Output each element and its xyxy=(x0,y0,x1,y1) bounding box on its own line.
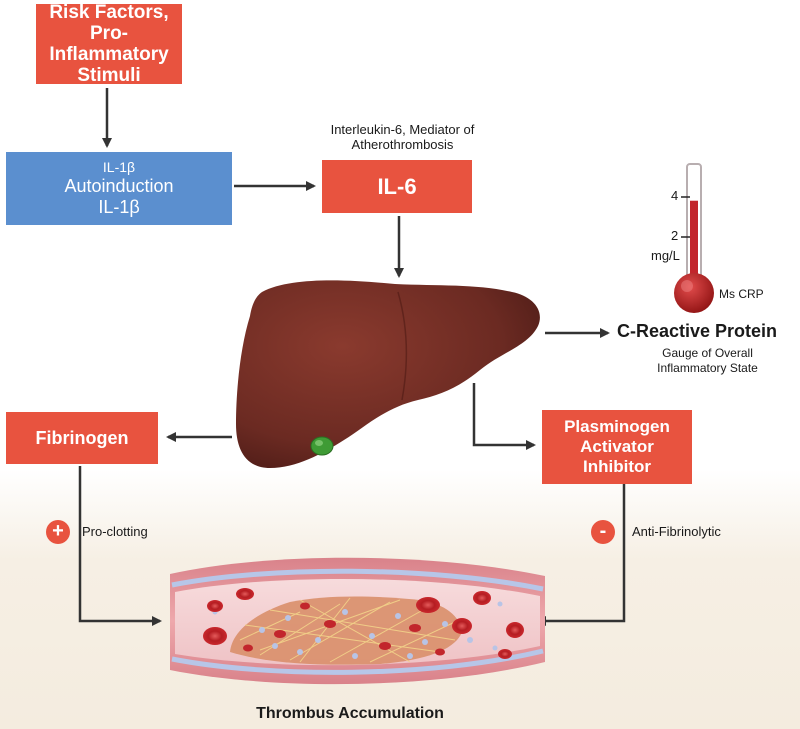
il6-caption-line-1: Interleukin-6, Mediator of xyxy=(330,122,475,137)
risk-factors-line-3: Stimuli xyxy=(77,65,141,86)
il6-box: IL-6 xyxy=(322,160,472,213)
arrow-liver-to-pai xyxy=(472,383,536,450)
pro-clotting-label: Pro-clotting xyxy=(82,524,148,539)
crp-subtitle-line-2: Inflammatory State xyxy=(657,361,758,375)
crp-thermometer-icon xyxy=(674,163,714,313)
thermometer-tick-4: 4 xyxy=(671,188,679,203)
arrow-fibrinogen-to-thrombus xyxy=(78,466,162,626)
thermometer-mercury xyxy=(690,200,698,290)
crp-subtitle-line-1: Gauge of Overall xyxy=(662,346,753,360)
thermometer-unit: mg/L xyxy=(651,248,680,263)
risk-factors-box: Risk Factors, Pro-Inflammatory Stimuli xyxy=(36,2,182,86)
il1b-top-label: IL-1β xyxy=(102,159,136,175)
crp-subtitle: Gauge of Overall Inflammatory State xyxy=(620,346,795,376)
pai-box: Plasminogen Activator Inhibitor xyxy=(542,410,692,484)
plus-badge-icon: + xyxy=(46,520,70,544)
anti-fibrinolytic-label: Anti-Fibrinolytic xyxy=(632,524,721,539)
minus-badge-icon: - xyxy=(591,520,615,544)
blood-vessel-illustration xyxy=(170,557,545,685)
autoinduction-label: Autoinduction xyxy=(64,176,174,196)
crp-title: C-Reactive Protein xyxy=(617,321,778,341)
pai-line-1: Plasminogen xyxy=(564,417,670,436)
thermometer-label: Ms CRP xyxy=(719,287,764,301)
pai-line-2: Activator xyxy=(580,437,654,456)
il1b-autoinduction-box: IL-1β Autoinduction IL-1β xyxy=(6,152,232,225)
thermometer-tick-2: 2 xyxy=(671,228,679,243)
il6-caption-line-2: Atherothrombosis xyxy=(351,137,454,152)
fibrinogen-label: Fibrinogen xyxy=(35,427,129,448)
fibrinogen-box: Fibrinogen xyxy=(6,412,158,464)
il6-label: IL-6 xyxy=(377,173,417,199)
il6-caption: Interleukin-6, Mediator of Atherothrombo… xyxy=(300,122,505,152)
risk-factors-line-1: Risk Factors, xyxy=(49,2,169,23)
arrow-pai-to-thrombus xyxy=(536,484,626,626)
pai-line-3: Inhibitor xyxy=(583,457,651,476)
red-blood-cells xyxy=(203,588,524,659)
thrombus-caption: Thrombus Accumulation xyxy=(256,705,444,722)
il1b-bottom-label: IL-1β xyxy=(98,197,140,217)
liver-illustration xyxy=(236,280,540,468)
risk-factors-line-2: Pro-Inflammatory xyxy=(49,23,169,65)
